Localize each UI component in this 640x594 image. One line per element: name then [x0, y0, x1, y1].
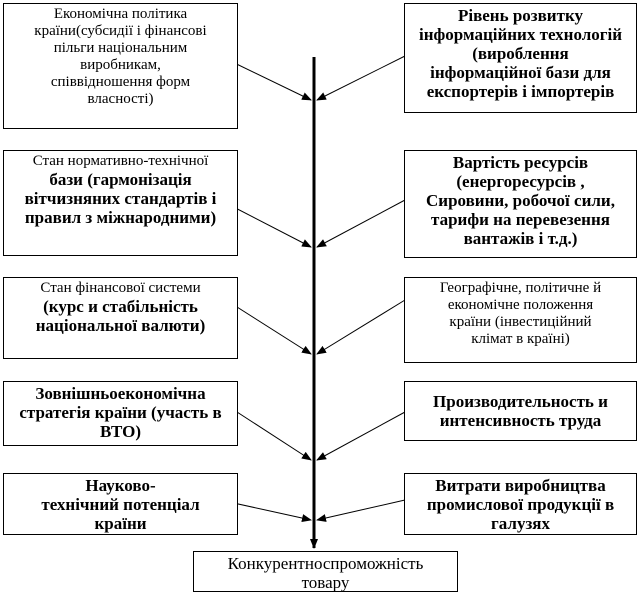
line: інформаційної бази для	[430, 63, 611, 82]
line: Стан нормативно-технічної	[32, 153, 209, 169]
line: Сировини, робочої сили,	[426, 191, 615, 210]
line: (енергоресурсів ,	[456, 172, 585, 191]
arrow-left-4	[236, 411, 312, 461]
line: експортерів і імпортерів	[426, 82, 615, 101]
result-competitiveness: Конкурентноспроможність товару	[193, 551, 458, 592]
line: (курс и стабільність	[43, 297, 198, 316]
line: вантажів і т.д.)	[463, 229, 578, 248]
line: виробникам,	[80, 57, 161, 73]
arrow-right-1	[316, 55, 406, 101]
line: Конкурентноспроможність	[227, 554, 424, 573]
line: Вартість ресурсів	[452, 153, 589, 172]
factor-financial-system: Стан фінансової системи (курс и стабільн…	[3, 277, 238, 359]
line: стратегія країни (участь в	[19, 403, 222, 422]
line: власності)	[87, 91, 154, 107]
line: економічне положення	[447, 297, 594, 313]
line: Производительность и	[433, 392, 608, 411]
line: промислової продукції в	[426, 495, 615, 514]
factor-it-level: Рівень розвитку інформаційних технологій…	[404, 3, 637, 113]
factor-technical-base: Стан нормативно-технічної бази (гармоніз…	[3, 150, 238, 256]
line: національної валюти)	[35, 316, 206, 335]
line: країни(субсидії і фінансові	[34, 23, 207, 39]
factor-economic-policy: Економічна політика країни(субсидії і фі…	[3, 3, 238, 129]
factor-production-costs: Витрати виробництва промислової продукці…	[404, 473, 637, 535]
line: бази (гармонізація	[49, 170, 192, 189]
line: тарифи на перевезення	[431, 210, 610, 229]
line: технічний потенціал	[41, 495, 200, 514]
line: країни	[94, 514, 147, 533]
line: співвідношення форм	[50, 74, 191, 90]
factor-productivity: Производительность и интенсивность труда	[404, 381, 637, 441]
line: Стан фінансової системи	[40, 280, 201, 296]
line: Рівень розвитку	[457, 6, 584, 25]
factor-resource-cost: Вартість ресурсів (енергоресурсів , Сиро…	[404, 150, 637, 258]
line: інформаційних технологій	[419, 25, 622, 44]
arrow-right-5	[316, 499, 406, 522]
arrow-left-3	[225, 299, 312, 355]
arrow-right-2	[316, 199, 406, 248]
line: Зовнішньоекономічна	[35, 384, 206, 403]
line: Науково-	[85, 476, 156, 495]
line: Витрати виробництва	[435, 476, 606, 495]
line: (вироблення	[472, 44, 569, 63]
factor-scientific-potential: Науково- технічний потенціал країни	[3, 473, 238, 535]
line: правил з міжнародними)	[24, 208, 217, 227]
line: клімат в країні)	[471, 331, 570, 347]
line: Економічна політика	[53, 6, 188, 22]
line: ВТО)	[99, 422, 142, 441]
line: пільги національним	[53, 40, 188, 56]
line: Географічне, політичне й	[439, 280, 602, 296]
line: интенсивность труда	[439, 411, 602, 430]
line: вітчизняних стандартів і	[24, 189, 217, 208]
factor-geography: Географічне, політичне й економічне поло…	[404, 277, 637, 363]
line: галузях	[491, 514, 550, 533]
line: країни (інвестиційний	[449, 314, 592, 330]
arrow-right-4	[316, 411, 406, 461]
line: товару	[301, 573, 350, 592]
factor-trade-strategy: Зовнішньоекономічна стратегія країни (уч…	[3, 381, 238, 446]
arrow-right-3	[316, 299, 406, 355]
